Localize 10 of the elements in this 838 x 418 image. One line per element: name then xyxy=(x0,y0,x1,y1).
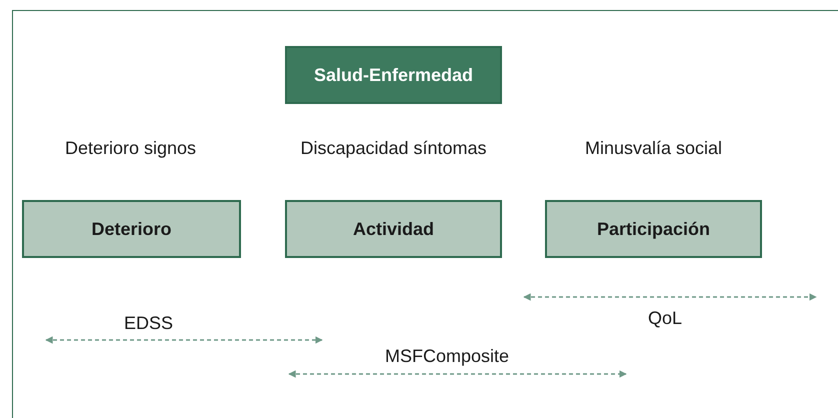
category-box: Participación xyxy=(545,200,762,258)
node-caption: Discapacidad síntomas xyxy=(299,137,488,160)
scale-label: MSFComposite xyxy=(385,346,510,367)
node-caption: Minusvalía social xyxy=(584,137,724,160)
heading-box: Salud-Enfermedad xyxy=(285,46,502,104)
scale-label: QoL xyxy=(648,308,682,329)
category-box: Deterioro xyxy=(22,200,241,258)
node-caption: Deterioro signos xyxy=(64,137,198,160)
category-box: Actividad xyxy=(285,200,502,258)
scale-label: EDSS xyxy=(124,313,174,334)
